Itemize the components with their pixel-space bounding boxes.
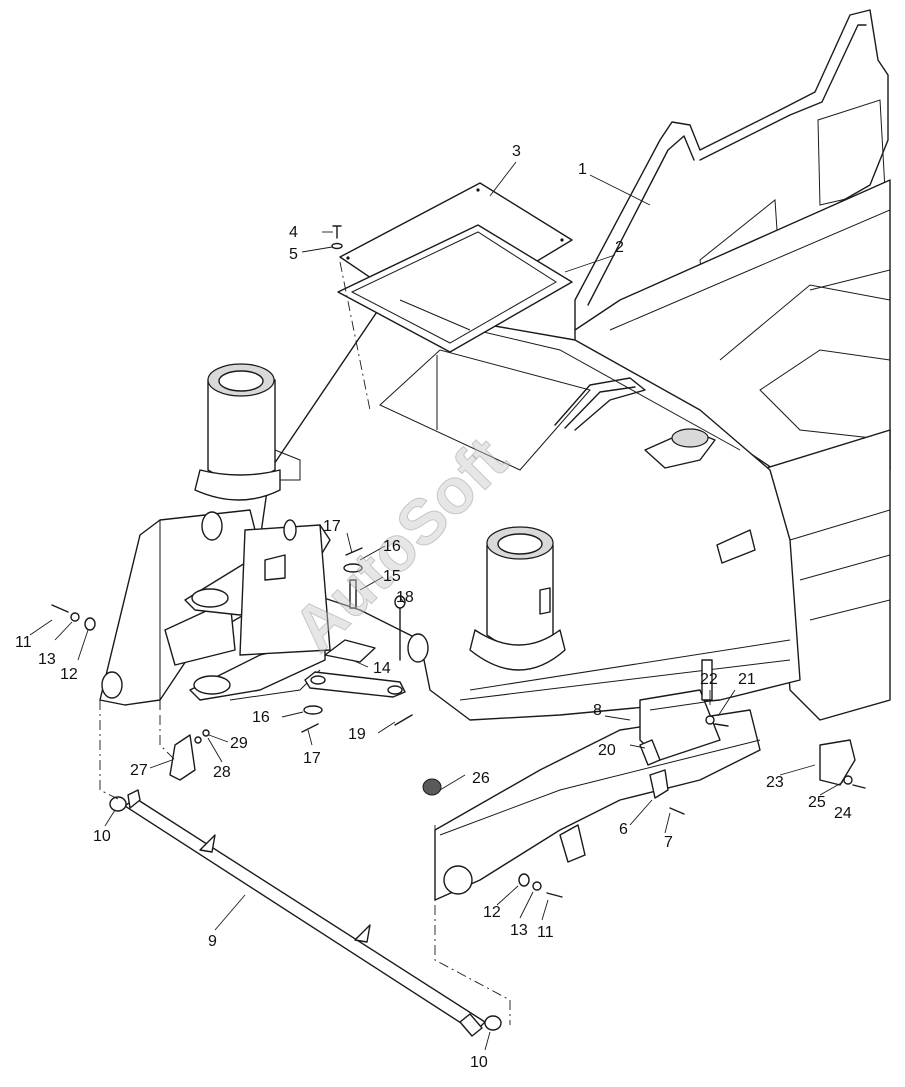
left-side-hardware bbox=[51, 604, 96, 631]
callout-13b: 13 bbox=[510, 922, 528, 939]
center-body bbox=[259, 299, 801, 721]
callout-16a: 16 bbox=[383, 538, 401, 555]
callout-6: 6 bbox=[619, 821, 628, 838]
callout-3: 3 bbox=[512, 143, 521, 160]
link-plate bbox=[304, 639, 406, 698]
callout-20: 20 bbox=[598, 742, 616, 759]
callout-15: 15 bbox=[383, 568, 401, 585]
callout-5: 5 bbox=[289, 246, 298, 263]
callout-17b: 17 bbox=[303, 750, 321, 767]
callout-11a: 11 bbox=[15, 634, 32, 651]
callout-27: 27 bbox=[130, 762, 148, 779]
callout-26: 26 bbox=[472, 770, 490, 787]
callout-8: 8 bbox=[593, 702, 602, 719]
callout-10b: 10 bbox=[470, 1054, 488, 1071]
callout-21: 21 bbox=[738, 671, 756, 688]
callout-23: 23 bbox=[766, 774, 784, 791]
callout-25: 25 bbox=[808, 794, 826, 811]
callout-12a: 12 bbox=[60, 666, 78, 683]
gasket bbox=[337, 224, 573, 353]
callout-29: 29 bbox=[230, 735, 248, 752]
callout-12b: 12 bbox=[483, 904, 501, 921]
callout-1: 1 bbox=[578, 161, 587, 178]
callout-4: 4 bbox=[289, 224, 298, 241]
leader-lines bbox=[29, 161, 844, 1051]
cover-bolt bbox=[331, 225, 343, 250]
callout-19: 19 bbox=[348, 726, 366, 743]
callout-28: 28 bbox=[213, 764, 231, 781]
nut-26 bbox=[422, 778, 442, 796]
left-column bbox=[194, 363, 301, 501]
callout-24: 24 bbox=[834, 805, 852, 822]
small-bracket bbox=[169, 729, 210, 781]
pins-and-washers bbox=[301, 547, 413, 733]
callout-9: 9 bbox=[208, 933, 217, 950]
shaft bbox=[109, 789, 502, 1037]
callout-16b: 16 bbox=[252, 709, 270, 726]
callouts: 1 2 3 4 5 6 7 8 9 10 10 11 11 12 12 13 1… bbox=[15, 143, 852, 1071]
callout-18: 18 bbox=[396, 589, 414, 606]
callout-13a: 13 bbox=[38, 651, 56, 668]
lower-right-frame bbox=[434, 659, 761, 901]
callout-10a: 10 bbox=[93, 828, 111, 845]
right-side-hardware bbox=[518, 715, 866, 898]
callout-14: 14 bbox=[373, 660, 391, 677]
right-column bbox=[407, 526, 566, 671]
callout-2: 2 bbox=[615, 239, 624, 256]
callout-11b: 11 bbox=[537, 924, 554, 941]
center-lift-arm bbox=[184, 519, 331, 701]
callout-7: 7 bbox=[664, 834, 673, 851]
callout-22: 22 bbox=[700, 671, 718, 688]
callout-17a: 17 bbox=[323, 518, 341, 535]
